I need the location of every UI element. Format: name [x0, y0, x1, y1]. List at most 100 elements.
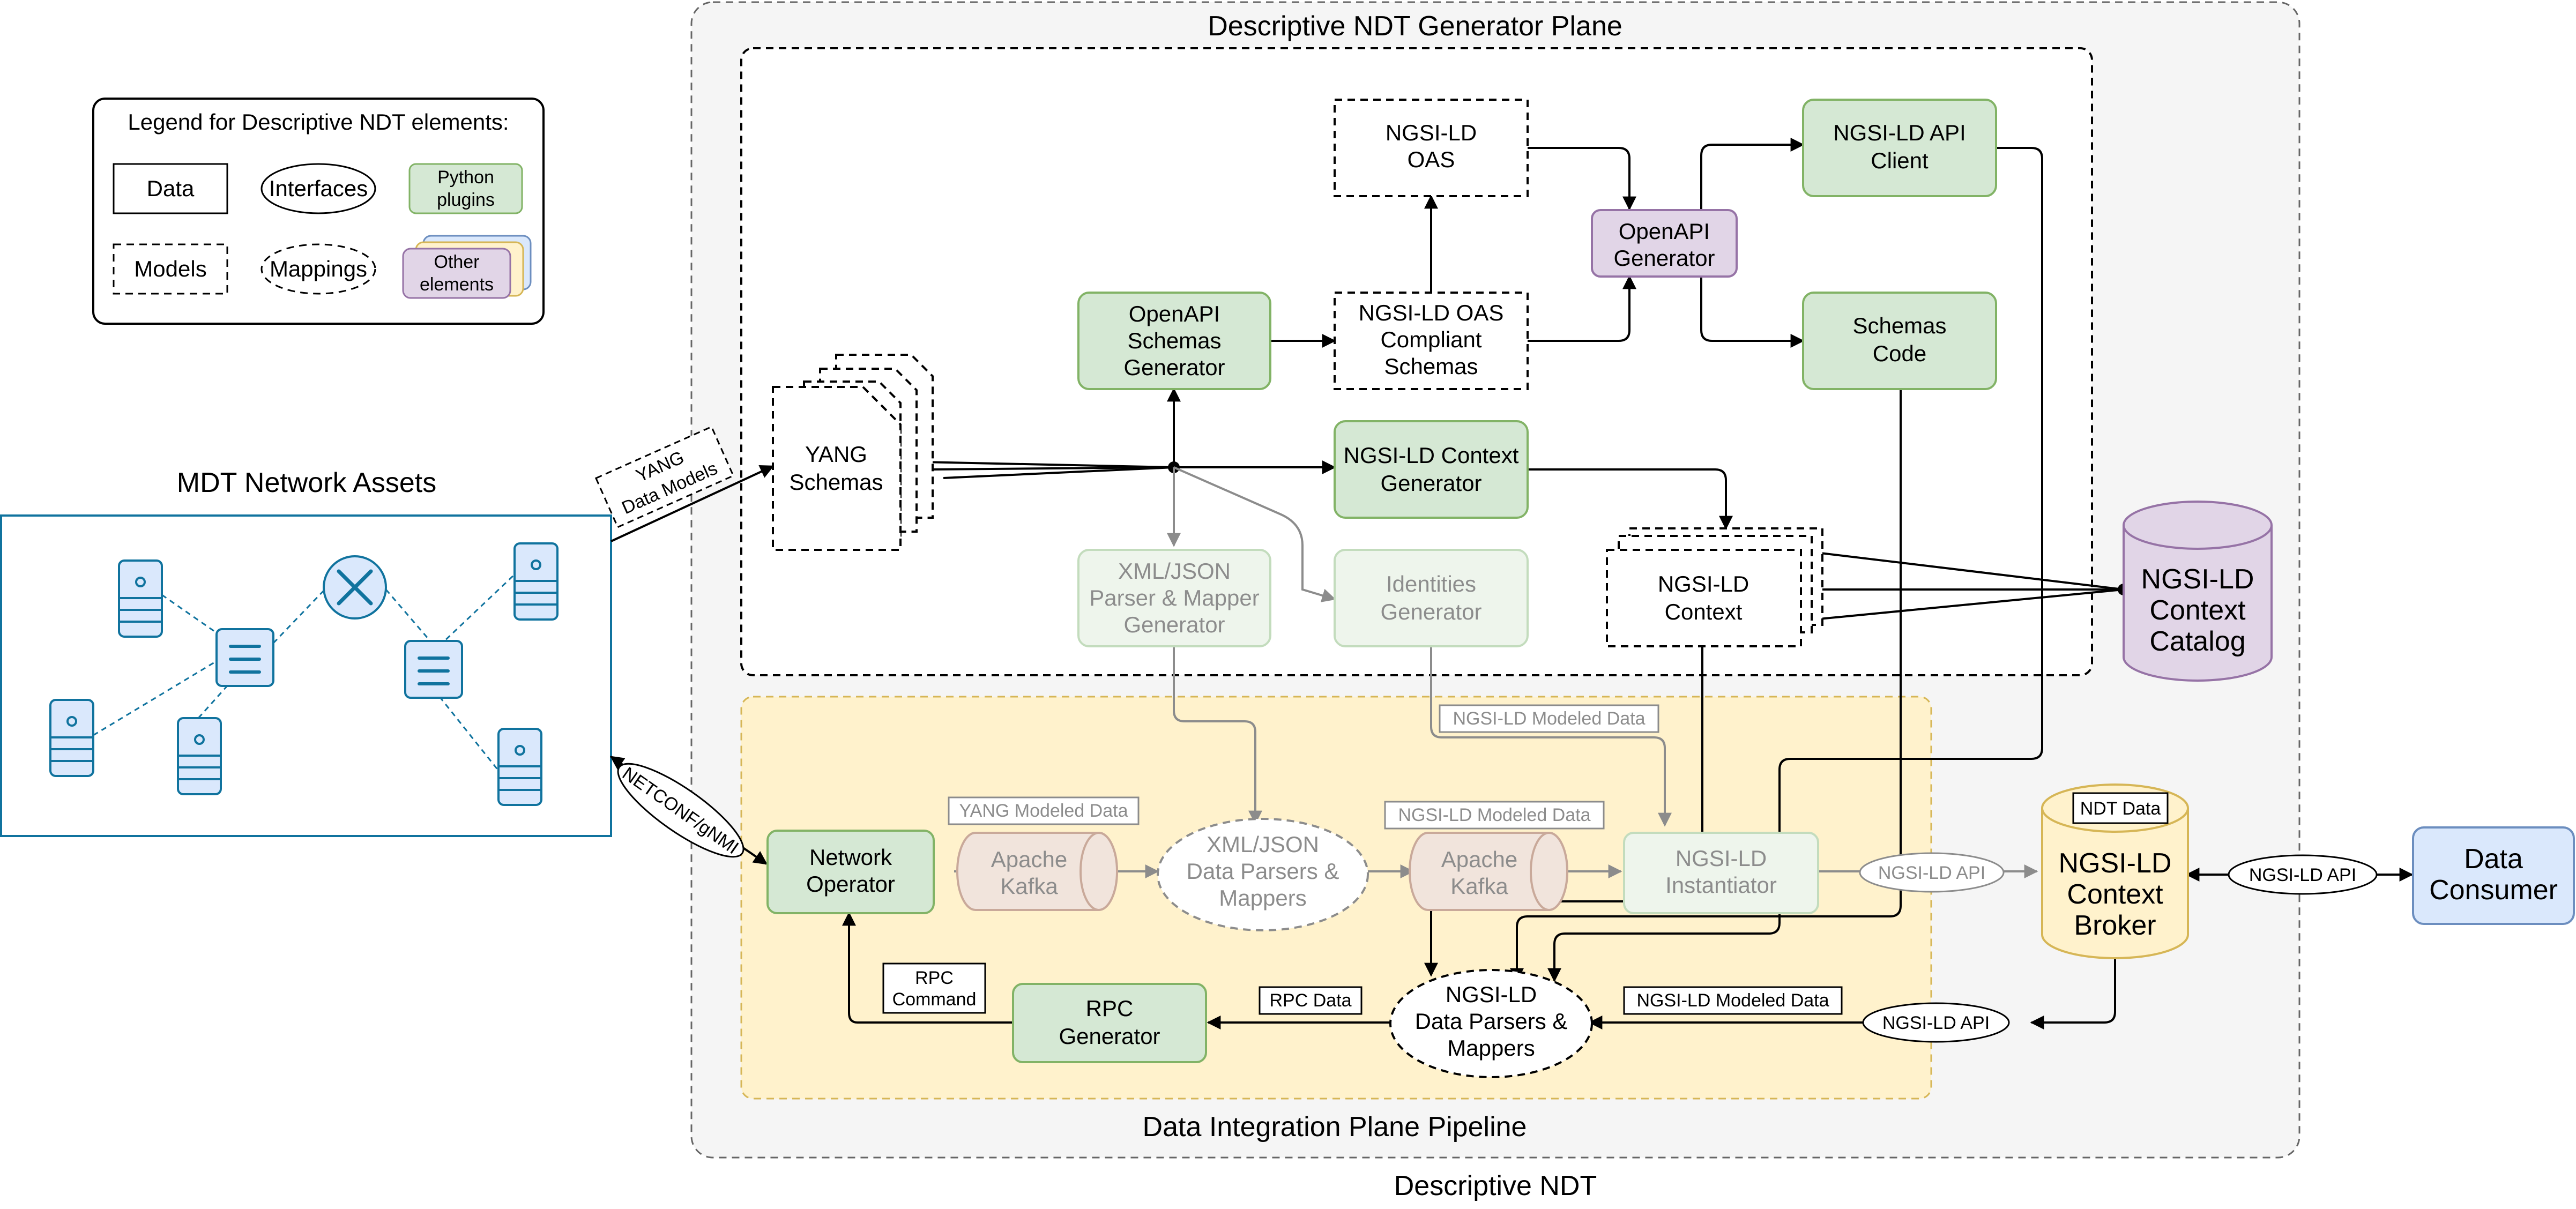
ngsild-instantiator-node: NGSI-LD Instantiator [1623, 832, 1819, 914]
network-operator-label-1: Network [809, 845, 892, 870]
switch-icon [404, 640, 463, 699]
ndt-data-tag [2072, 792, 2169, 824]
context-catalog-label-3: Catalog [2149, 626, 2245, 657]
ngsild-api-gray-interface: NGSI-LD API [1859, 852, 2005, 893]
ngsild-data-parsers-node: NGSI-LD Data Parsers & Mappers [1389, 969, 1593, 1078]
openapi-generator-label-1: OpenAPI [1619, 219, 1710, 244]
legend-other-label-2: elements [420, 274, 494, 295]
ngsild-oas-compliant-label-1: NGSI-LD OAS [1359, 300, 1504, 325]
schemas-code-label-2: Code [1873, 341, 1926, 366]
ngsild-api-client-label-1: NGSI-LD API [1833, 120, 1965, 145]
rpc-generator-node: RPC Generator [1012, 983, 1207, 1063]
rpc-generator-label-2: Generator [1059, 1024, 1160, 1049]
ngsild-modeled-data-top-label: NGSI-LD Modeled Data [1439, 704, 1659, 733]
ngsild-parsers-label-1: NGSI-LD [1446, 982, 1537, 1007]
yang-modeled-data-label: YANG Modeled Data [948, 796, 1140, 825]
identities-generator-label-1: Identities [1386, 571, 1476, 596]
context-broker-label-3: Broker [2074, 910, 2156, 941]
legend-models-swatch [113, 243, 228, 295]
kafka-2-label-1: Apache [1441, 847, 1517, 872]
ngsild-api-consumer-text: NGSI-LD API [2249, 865, 2356, 885]
ngsild-oas-compliant-label-3: Schemas [1384, 354, 1478, 379]
apache-kafka-node-1: Apache Kafka [956, 832, 1118, 911]
legend-python-label-2: plugins [437, 190, 495, 210]
xml-json-generator-label-3: Generator [1123, 612, 1225, 637]
legend-data-label: Data [147, 176, 195, 201]
generator-plane-title: Descriptive NDT Generator Plane [1208, 11, 1622, 42]
openapi-schemas-generator-label-2: Schemas [1127, 328, 1221, 353]
ngsild-instantiator-label-1: NGSI-LD [1676, 846, 1767, 871]
network-operator-label-2: Operator [806, 871, 895, 897]
ngsild-modeled-data-mid-text: NGSI-LD Modeled Data [1398, 805, 1590, 825]
xml-json-generator-label-1: XML/JSON [1118, 558, 1231, 584]
legend-interfaces-swatch [260, 163, 376, 214]
context-broker-node: NDT Data NGSI-LD Context Broker [2041, 783, 2189, 959]
openapi-generator-node: OpenAPI Generator [1591, 209, 1738, 278]
server-icon [497, 728, 542, 806]
data-consumer-label-2: Consumer [2429, 875, 2558, 906]
legend-interfaces-label: Interfaces [269, 176, 368, 201]
legend: Legend for Descriptive NDT elements: Dat… [92, 98, 545, 325]
ngsild-modeled-data-mid-label: NGSI-LD Modeled Data [1384, 801, 1605, 830]
legend-other-label-1: Other [434, 252, 479, 272]
legend-python-label-1: Python [437, 167, 494, 188]
legend-data-swatch [113, 163, 228, 214]
data-consumer-label-1: Data [2464, 844, 2523, 875]
rpc-command-text-1: RPC [915, 968, 954, 988]
kafka-1-label-2: Kafka [1000, 874, 1058, 899]
identities-generator-node: Identities Generator [1334, 549, 1529, 647]
apache-kafka-node-2: Apache Kafka [1409, 832, 1568, 911]
ngsild-oas-compliant-label-2: Compliant [1380, 327, 1481, 352]
xml-json-generator-label-2: Parser & Mapper [1089, 585, 1259, 610]
server-icon [49, 699, 94, 777]
openapi-schemas-generator-label-1: OpenAPI [1129, 301, 1220, 326]
ngsild-instantiator-label-2: Instantiator [1665, 872, 1777, 898]
rpc-command-text-2: Command [892, 989, 977, 1010]
network-operator-node: Network Operator [766, 830, 935, 914]
legend-title: Legend for Descriptive NDT elements: [128, 109, 509, 135]
rpc-generator-label-1: RPC [1086, 996, 1134, 1021]
xml-json-data-parsers-node: XML/JSON Data Parsers & Mappers [1157, 818, 1369, 931]
ngsild-oas-node: NGSI-LD OAS [1334, 99, 1529, 197]
server-icon [177, 717, 222, 795]
mdt-network-panel [0, 514, 612, 837]
rpc-data-text: RPC Data [1269, 990, 1351, 1011]
data-consumer-node: Data Consumer [2412, 826, 2575, 925]
integration-plane-title: Data Integration Plane Pipeline [1143, 1111, 1527, 1143]
ngsild-context-label-1: NGSI-LD [1658, 571, 1749, 596]
xml-json-parsers-label-1: XML/JSON [1207, 832, 1319, 857]
ngsild-modeled-data-bottom-label: NGSI-LD Modeled Data [1623, 986, 1843, 1015]
server-icon [118, 559, 163, 638]
context-catalog-label-2: Context [2149, 595, 2246, 626]
legend-mappings-label: Mappings [270, 256, 367, 281]
legend-other-swatch [402, 248, 511, 299]
mdt-assets-title: MDT Network Assets [177, 467, 436, 498]
legend-models-label: Models [134, 256, 206, 281]
yang-modeled-data-text: YANG Modeled Data [959, 801, 1128, 821]
xml-json-parsers-label-3: Mappers [1219, 885, 1306, 911]
legend-python-swatch [408, 163, 523, 214]
yang-schemas-label-1: YANG [805, 442, 867, 467]
schemas-code-node: Schemas Code [1802, 292, 1997, 390]
kafka-2-label-2: Kafka [1450, 874, 1508, 899]
schemas-code-label-1: Schemas [1852, 313, 1946, 338]
router-icon [323, 555, 387, 620]
openapi-schemas-generator-label-3: Generator [1123, 355, 1225, 380]
yang-schemas-label-2: Schemas [789, 469, 883, 495]
ngsild-oas-compliant-schemas-node: NGSI-LD OAS Compliant Schemas [1334, 292, 1529, 390]
context-catalog-node: NGSI-LD Context Catalog [2123, 501, 2273, 682]
ngsild-context-generator-label-1: NGSI-LD Context [1344, 443, 1519, 468]
ngsild-oas-label-1: NGSI-LD [1386, 120, 1477, 145]
ngsild-oas-label-2: OAS [1408, 147, 1455, 172]
rpc-command-label: RPC Command [882, 962, 986, 1014]
ngsild-context-generator-node: NGSI-LD Context Generator [1334, 420, 1529, 519]
xml-json-parsers-label-2: Data Parsers & [1187, 859, 1339, 884]
ngsild-api-client-label-2: Client [1871, 148, 1929, 173]
ngsild-parsers-label-2: Data Parsers & [1415, 1009, 1568, 1034]
ngsild-parsers-label-3: Mappers [1447, 1035, 1535, 1061]
ngsild-modeled-data-bottom-text: NGSI-LD Modeled Data [1636, 990, 1829, 1011]
ngsild-context-node: NGSI-LD Context [1606, 527, 1823, 647]
switch-icon [215, 628, 274, 687]
descriptive-ndt-title: Descriptive NDT [1394, 1170, 1597, 1201]
ngsild-api-consumer-interface: NGSI-LD API [2228, 854, 2378, 895]
